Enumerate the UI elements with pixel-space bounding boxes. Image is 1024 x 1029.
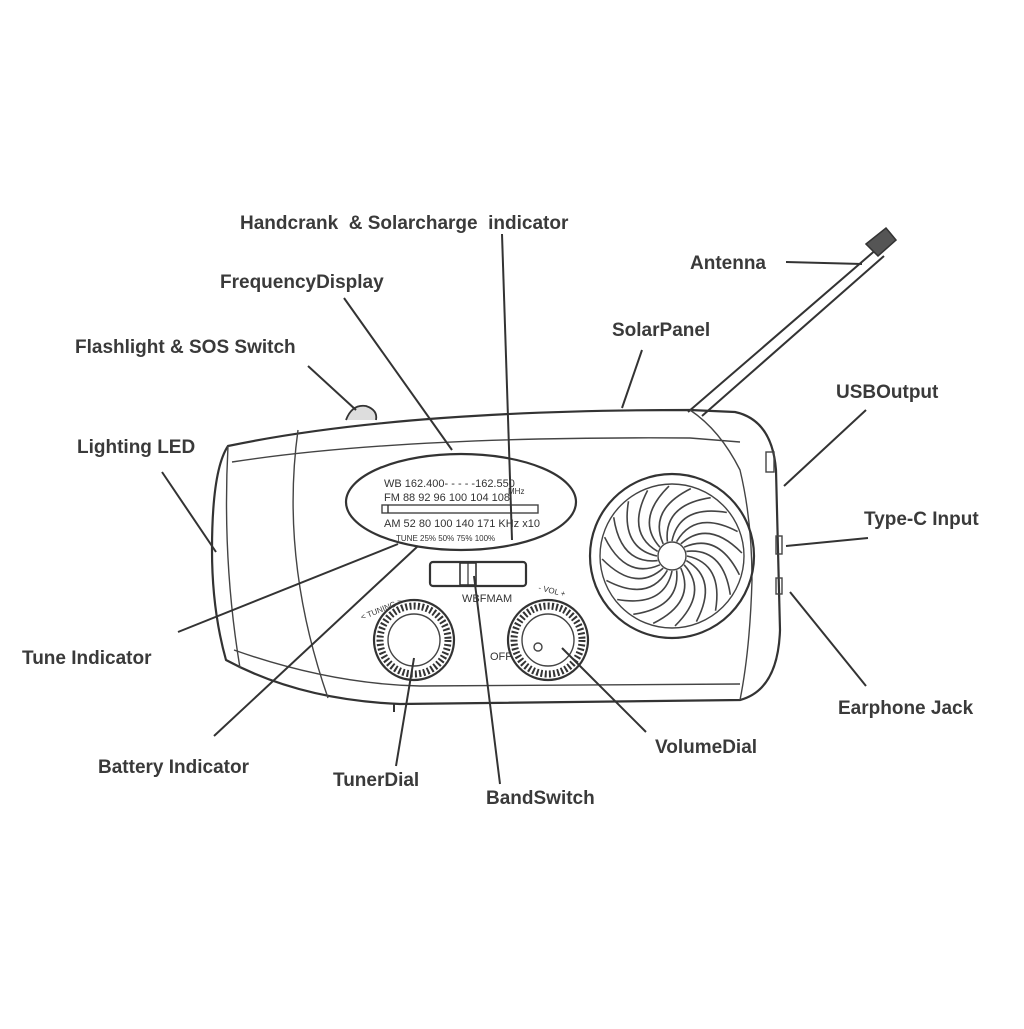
speaker-blade — [683, 542, 741, 576]
usb-port — [765, 451, 775, 473]
tuner-dial: < TUNING > — [359, 597, 456, 682]
tuning-pointer-track — [381, 504, 539, 514]
speaker-blade — [686, 555, 718, 611]
mhz-unit: MHz — [508, 487, 524, 496]
speaker-blade — [658, 487, 692, 545]
speaker-blade — [612, 517, 658, 562]
label-lighting-led: Lighting LED — [77, 437, 195, 458]
speaker-blade — [686, 550, 732, 595]
speaker-blade — [617, 570, 673, 602]
leader-lines — [161, 233, 869, 785]
label-battery-indicator: Battery Indicator — [98, 757, 250, 778]
label-tune-indicator: Tune Indicator — [22, 648, 152, 669]
speaker-blade — [601, 558, 664, 580]
wb-row: WB 162.400- - - - -162.550 — [384, 478, 515, 490]
speaker-blade — [606, 569, 669, 591]
speaker-blade — [637, 490, 659, 553]
off-text: OFF — [490, 651, 512, 663]
speaker-blade — [603, 536, 661, 570]
label-earphone-jack: Earphone Jack — [838, 698, 974, 719]
fm-row: FM 88 92 96 100 104 108 — [384, 492, 510, 504]
label-antenna: Antenna — [690, 253, 766, 274]
label-band-switch: BandSwitch — [486, 788, 595, 809]
volume-dial: - VOL + OFF — [490, 583, 590, 682]
speaker-blade — [674, 564, 696, 627]
speaker-blade — [666, 496, 711, 542]
band-switch-text: WBFMAM — [462, 593, 512, 605]
flashlight-knob — [345, 404, 378, 421]
indicator-row: TUNE 25% 50% 75% 100% — [396, 534, 495, 543]
label-tuner-dial: TunerDial — [333, 770, 419, 791]
speaker-blade — [680, 532, 743, 554]
label-flashlight-sos-switch: Flashlight & SOS Switch — [75, 337, 296, 358]
label-frequency-display: FrequencyDisplay — [220, 272, 384, 293]
label-usb-output: USBOutput — [836, 382, 939, 403]
speaker-blade — [633, 570, 678, 616]
radio-body — [210, 408, 783, 712]
earphone-port — [775, 577, 783, 595]
label-solar-panel: SolarPanel — [612, 320, 710, 341]
speaker-grille — [588, 472, 756, 640]
speaker-blade — [671, 510, 727, 542]
frequency-display: WB 162.400- - - - -162.550 MHz FM 88 92 … — [344, 452, 578, 552]
am-row: AM 52 80 100 140 171 KHz x10 — [384, 518, 540, 530]
label-type-c-input: Type-C Input — [864, 509, 979, 530]
speaker-blade — [685, 559, 707, 622]
speaker-blade — [652, 567, 686, 625]
antenna — [687, 226, 898, 417]
speaker-blade — [626, 501, 658, 557]
vol-text: - VOL + — [538, 583, 567, 598]
band-switch: WBFMAM — [428, 560, 528, 605]
label-handcrank-solarcharge-indicator: Handcrank & Solarcharge indicator — [240, 213, 569, 234]
label-volume-dial: VolumeDial — [655, 737, 757, 758]
speaker-blade — [675, 521, 738, 543]
type-c-port — [775, 535, 783, 555]
speaker-blade — [648, 485, 670, 548]
